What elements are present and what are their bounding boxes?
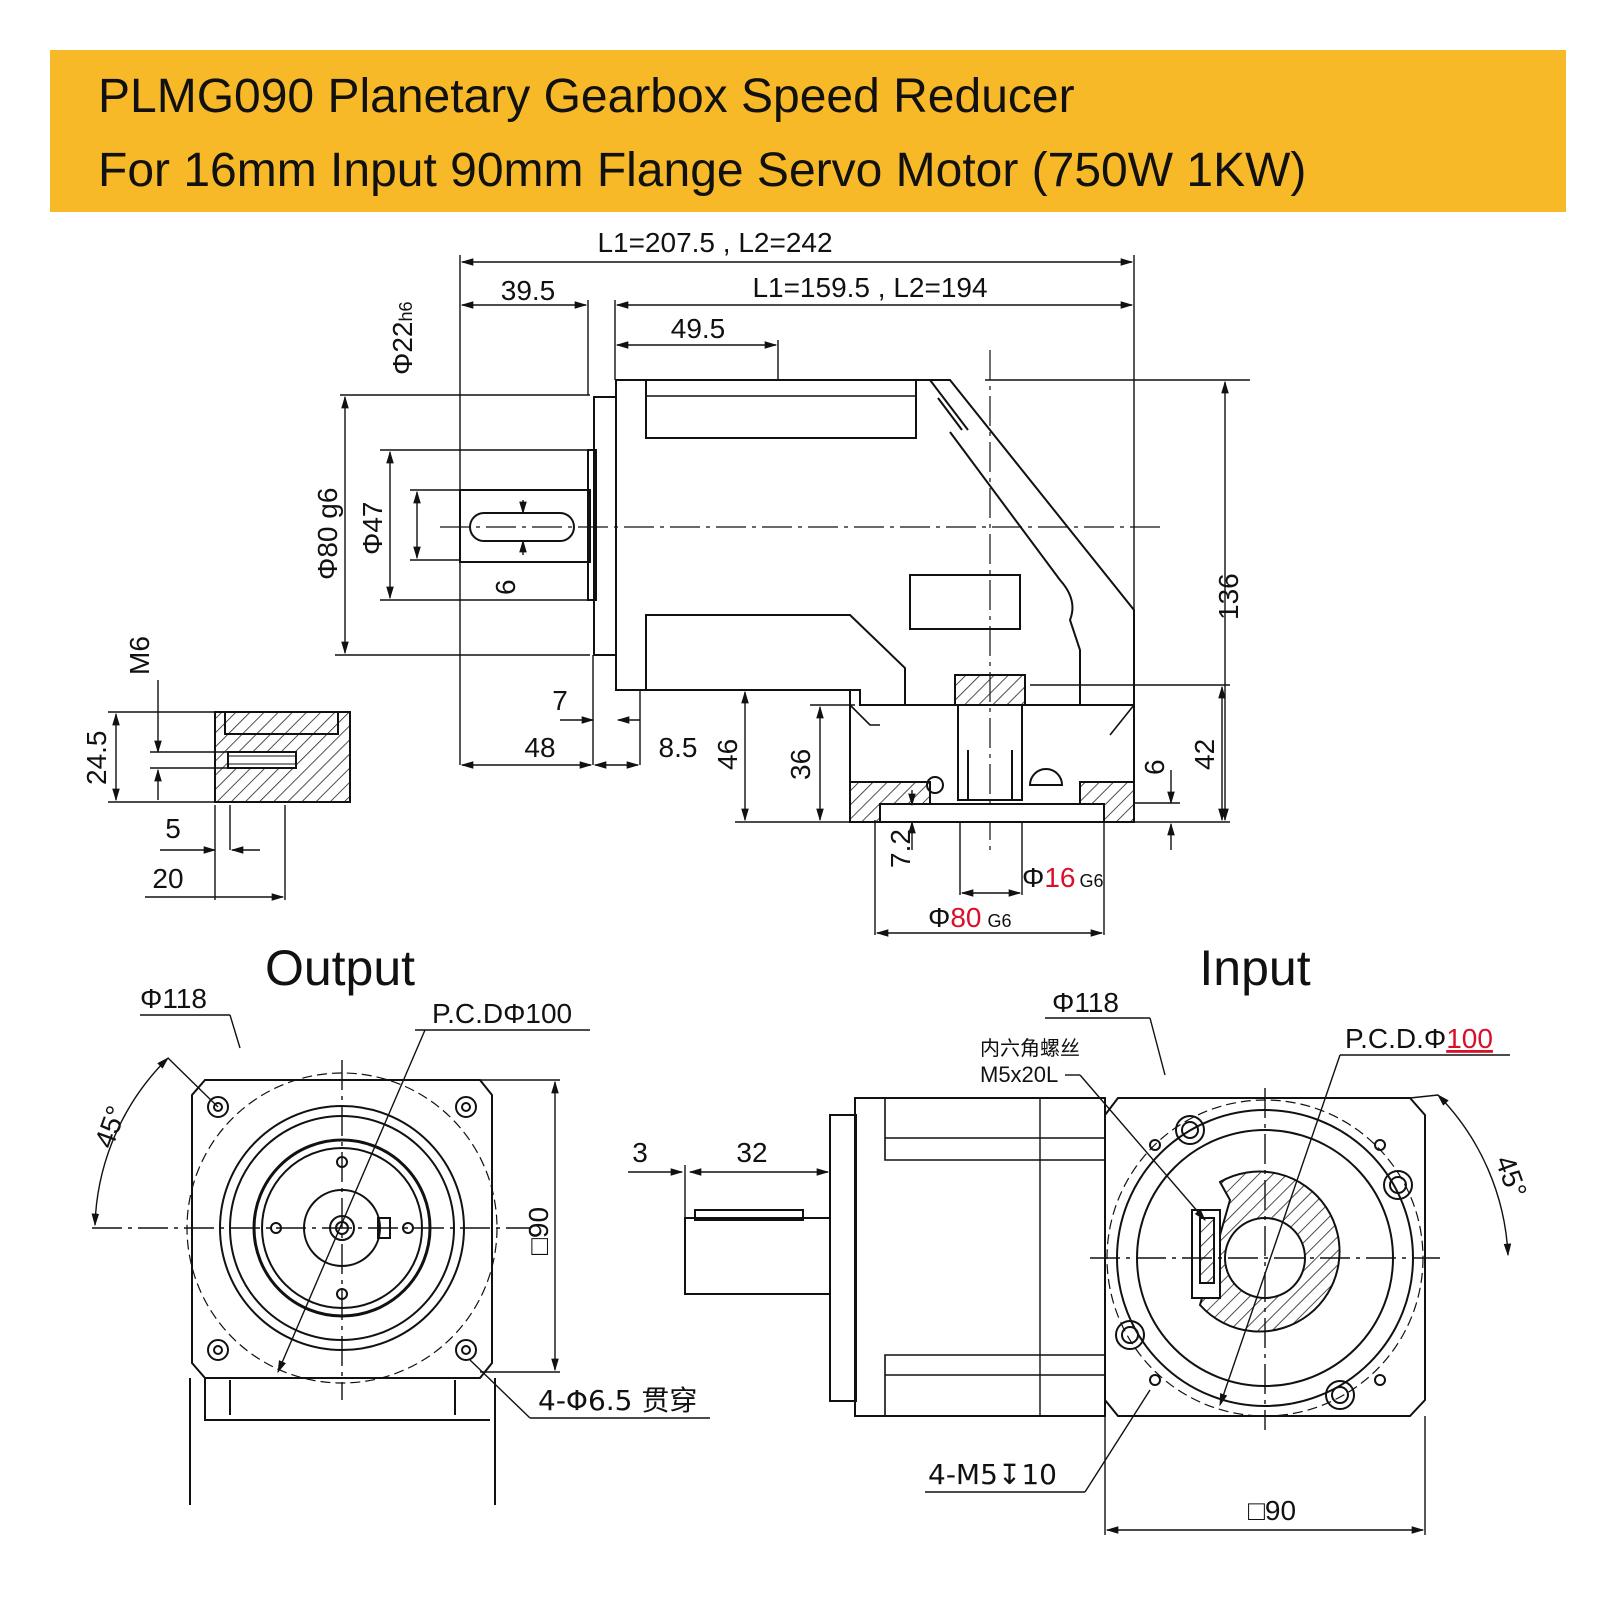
- output-title: Output: [265, 940, 415, 996]
- input-screw-cn-label: 内六角螺丝: [980, 1036, 1080, 1060]
- output-outer-dia-label: Φ118: [140, 983, 207, 1014]
- input-side-flange: [829, 1114, 857, 1402]
- input-dimensions: [628, 1017, 1512, 1535]
- lower-cavity: [909, 574, 1021, 630]
- input-side-ribs: [884, 1098, 1105, 1416]
- gearbox-body: [459, 379, 1135, 823]
- input-screw-size-label: M5x20L: [980, 1062, 1058, 1087]
- center-lines: [440, 350, 1160, 850]
- dim-136-label: 136: [1213, 573, 1244, 620]
- title-line-2: For 16mm Input 90mm Flange Servo Motor (…: [98, 144, 1307, 197]
- input-square-flange: [1104, 1097, 1426, 1417]
- body-length-label: L1=159.5 , L2=194: [752, 272, 987, 303]
- flange-length-label: 49.5: [671, 313, 726, 344]
- pilot-dia-label: Φ80 g6: [312, 488, 343, 580]
- short-dimension-arrows: [519, 500, 1175, 850]
- overall-length-label: L1=207.5 , L2=242: [597, 227, 832, 258]
- output-dimensions: [91, 1014, 710, 1419]
- tapped-hole: [227, 751, 297, 769]
- boss-dia-label: Φ47: [357, 502, 388, 555]
- input-coupling-top: [954, 674, 1026, 706]
- output-flange: [593, 396, 617, 656]
- input-mount-holes: [1115, 1115, 1413, 1410]
- input-shaft: [684, 1217, 831, 1295]
- input-dim-32-label: 32: [736, 1137, 767, 1168]
- dim-46-label: 46: [712, 739, 743, 770]
- dim-7-2-label: 7.2: [885, 829, 916, 868]
- input-outer-dia-label: Φ118: [1052, 987, 1119, 1018]
- thread-height-label: 24.5: [81, 731, 112, 786]
- dim-8-5-label: 8.5: [659, 732, 698, 763]
- clamp-screw-hole: [926, 776, 944, 794]
- angled-housing-edge: [929, 379, 1081, 705]
- dim-7-label: 7: [552, 685, 568, 716]
- output-shaft: [459, 489, 591, 563]
- side-view: L1=207.5 , L2=242 L1=159.5 , L2=194 39.5…: [312, 227, 1250, 937]
- input-coupling: [957, 704, 1023, 801]
- title-line-1: PLMG090 Planetary Gearbox Speed Reducer: [98, 70, 1075, 123]
- key-width-label: 6: [490, 579, 521, 595]
- input-pilot-recess: [879, 803, 1105, 823]
- thread-dim-5-label: 5: [165, 813, 181, 844]
- upper-cavity: [645, 379, 917, 439]
- input-angle-label: 45°: [1489, 1151, 1533, 1201]
- extension-lines: [335, 255, 1250, 935]
- dim-36-label: 36: [785, 749, 816, 780]
- input-shaft-key: [694, 1209, 804, 1221]
- title-banner: PLMG090 Planetary Gearbox Speed Reducer …: [50, 50, 1566, 212]
- lower-rib: [645, 614, 906, 706]
- output-square-label: □90: [523, 1207, 554, 1255]
- input-dim-3-label: 3: [632, 1137, 648, 1168]
- output-pilot: [587, 449, 597, 601]
- thread-size-label: M6: [124, 636, 155, 675]
- input-side-body: [854, 1097, 1106, 1417]
- input-holes-label: 4-M5↧10: [928, 1458, 1057, 1491]
- output-square-flange: [191, 1079, 493, 1379]
- output-pcd-label: P.C.DΦ100: [432, 998, 572, 1029]
- dim-48-label: 48: [524, 732, 555, 763]
- input-view: Input Φ118 内六角螺丝 M5x20L P.C.D.Φ100 45° 3…: [628, 940, 1533, 1535]
- thread-detail: M6 24.5 5 20: [81, 636, 351, 901]
- dimension-lines: [341, 258, 1229, 937]
- dim-42-label: 42: [1189, 739, 1220, 770]
- input-title: Input: [1199, 940, 1310, 996]
- output-mount-holes: [207, 1096, 477, 1361]
- output-angle-label: 45°: [89, 1102, 133, 1152]
- access-plug: [1028, 768, 1064, 786]
- input-square-label: □90: [1248, 1495, 1296, 1526]
- thread-dim-20-label: 20: [152, 863, 183, 894]
- shaft-length-label: 39.5: [501, 275, 556, 306]
- input-pcd-label: P.C.D.Φ100: [1345, 1023, 1493, 1054]
- output-view: Output Φ118 P.C.DΦ100 45° □90 4-Φ6.5 贯穿: [89, 940, 710, 1505]
- output-body-below: [189, 1378, 496, 1505]
- dim-6-label: 6: [1139, 759, 1170, 775]
- output-holes-label: 4-Φ6.5 贯穿: [538, 1384, 697, 1417]
- shaft-dia-label: Φ22h6: [387, 301, 418, 375]
